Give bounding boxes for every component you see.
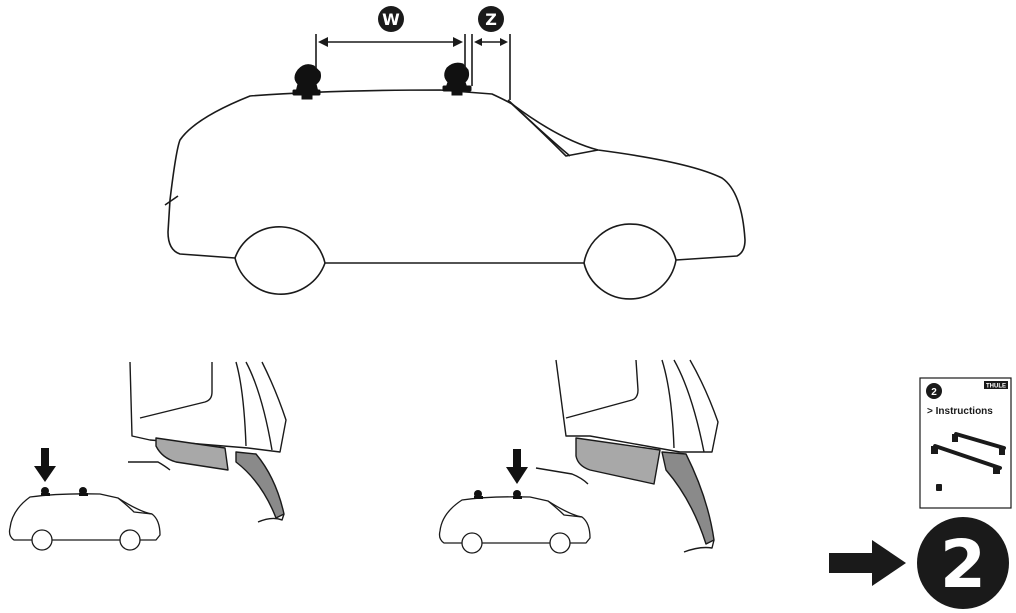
foot-body-right-panel bbox=[565, 359, 639, 419]
clamp-right-hook bbox=[683, 539, 715, 553]
measure-w bbox=[315, 34, 466, 68]
main-car-door-line bbox=[164, 195, 179, 206]
foot-body-right bbox=[555, 359, 719, 453]
foot-body-right-edge bbox=[661, 359, 675, 449]
main-car-body bbox=[167, 89, 746, 264]
roof-foot-icon bbox=[474, 490, 522, 499]
small-car-left bbox=[8, 493, 161, 551]
w-badge: W bbox=[378, 6, 404, 32]
foot-body-left-panel bbox=[139, 362, 213, 419]
roof-foot-icon bbox=[292, 64, 321, 100]
foot-pad-left bbox=[155, 437, 229, 471]
w-label: W bbox=[382, 10, 400, 29]
measure-z bbox=[471, 34, 511, 100]
instruction-booklet: 2 THULE > Instructions bbox=[919, 377, 1012, 509]
main-car-window-line-2 bbox=[511, 103, 571, 157]
roof-line-left bbox=[128, 461, 171, 471]
next-step-number: 2 bbox=[940, 526, 986, 603]
clamp-left-hook bbox=[257, 513, 285, 523]
foot-body-left-edge bbox=[235, 361, 247, 447]
arrow-right-icon bbox=[829, 540, 906, 586]
arrow-down-icon bbox=[506, 449, 528, 484]
arrow-down-icon bbox=[34, 448, 56, 482]
clamp-right bbox=[661, 451, 715, 545]
roof-foot-icon bbox=[442, 62, 472, 96]
roof-bar-icon bbox=[933, 432, 1006, 470]
foot-pad-right bbox=[575, 437, 661, 485]
foot-body-right-edge2 bbox=[673, 359, 705, 453]
clamp-left bbox=[235, 451, 285, 519]
booklet-title: > Instructions bbox=[927, 406, 993, 417]
booklet-step-number: 2 bbox=[931, 387, 937, 398]
roof-foot-icon bbox=[41, 487, 88, 496]
main-car-front-wheel bbox=[583, 259, 677, 300]
booklet-brand: THULE bbox=[986, 384, 1006, 390]
roof-line-right bbox=[535, 467, 589, 485]
z-badge: Z bbox=[478, 6, 504, 32]
detail-left bbox=[128, 361, 287, 523]
foot-body-left-edge2 bbox=[245, 361, 273, 451]
small-car-right bbox=[438, 496, 591, 554]
detail-right bbox=[535, 359, 719, 553]
z-label: Z bbox=[485, 10, 497, 29]
next-step-badge: 2 bbox=[917, 517, 1009, 609]
main-car-rear-wheel bbox=[234, 257, 326, 295]
main-car bbox=[164, 89, 746, 300]
